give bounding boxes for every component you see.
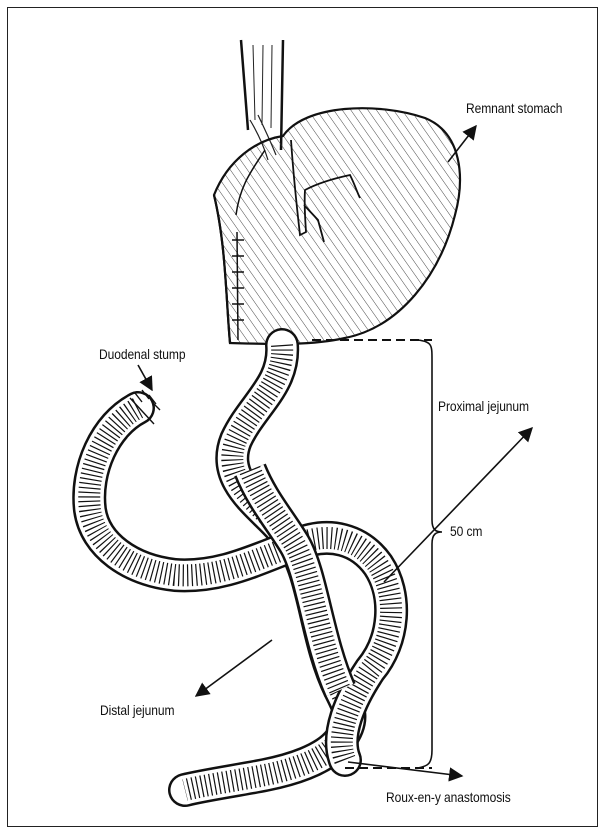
- label-measurement-50cm: 50 cm: [450, 523, 482, 539]
- jejunum-limbs: [89, 345, 391, 790]
- label-roux-en-y-anastomosis: Roux-en-y anastomosis: [386, 789, 511, 805]
- remnant-stomach-shape: [214, 108, 460, 344]
- label-distal-jejunum: Distal jejunum: [100, 702, 174, 718]
- label-remnant-stomach: Remnant stomach: [466, 100, 562, 116]
- label-proximal-jejunum: Proximal jejunum: [438, 398, 529, 414]
- label-duodenal-stump: Duodenal stump: [99, 346, 185, 362]
